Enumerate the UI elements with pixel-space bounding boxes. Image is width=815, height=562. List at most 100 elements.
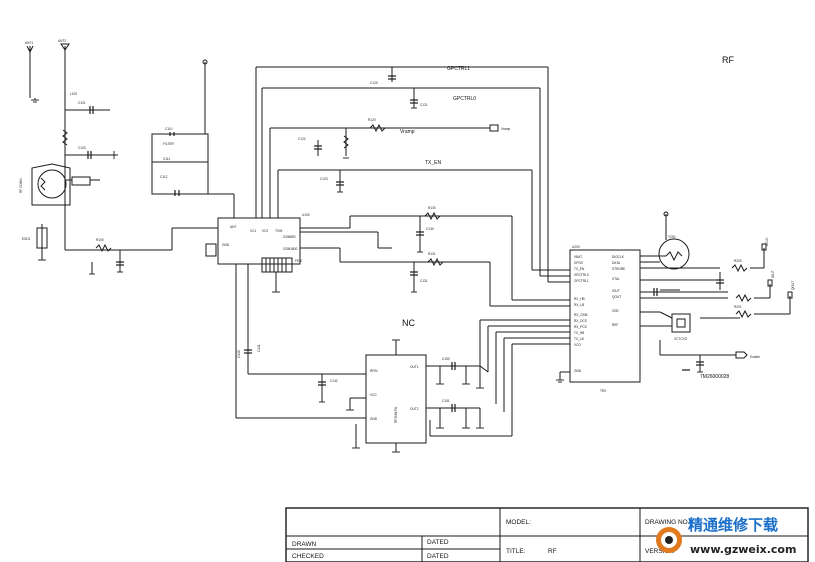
fem-bias-network [261, 257, 293, 293]
svg-text:VDD: VDD [612, 309, 619, 313]
svg-text:QOUT: QOUT [791, 281, 795, 290]
esd-component: ESD1 [22, 224, 48, 261]
svg-text:VCC: VCC [370, 393, 377, 397]
svg-text:XTAL: XTAL [612, 277, 620, 281]
transceiver-ground [556, 371, 570, 383]
vramp-net: R120 Vramp Vramp C122 [269, 118, 510, 218]
svg-text:RX_GSM: RX_GSM [574, 313, 588, 317]
title-title-value: RF [548, 548, 557, 555]
svg-text:C111: C111 [163, 157, 170, 161]
svg-text:TX_EN: TX_EN [574, 267, 585, 271]
svg-text:ANT2: ANT2 [58, 39, 66, 43]
net-label-tx-en: TX_EN [425, 160, 442, 166]
nc-label: NC [402, 318, 415, 328]
svg-text:R120: R120 [368, 118, 376, 122]
watermark-url: www.gzweix.com [690, 543, 796, 556]
svg-text:GND: GND [222, 243, 230, 247]
title-version-label: VERSION [645, 548, 675, 555]
title-drawn-label: DRAWN [292, 541, 317, 548]
svg-text:C121: C121 [420, 103, 428, 107]
net-label-vramp: Vramp [400, 129, 415, 135]
svg-text:C103: C103 [78, 146, 86, 150]
sheet-title-rf: RF [722, 55, 734, 65]
watermark-text: 精通维修下载 [688, 516, 778, 534]
svg-text:DCLK: DCLK [765, 237, 769, 246]
title-model-label: MODEL: [506, 519, 531, 526]
title-drawing-no-label: DRAWING NO. [645, 519, 690, 526]
svg-text:RFIN: RFIN [370, 369, 378, 373]
svg-text:FEM: FEM [295, 259, 302, 263]
antenna-section: ANT1 ANT2 C101 L100 C103 [25, 39, 118, 250]
svg-text:OUT1: OUT1 [410, 365, 419, 369]
svg-text:C131: C131 [420, 279, 428, 283]
watermark: 精通维修下载 www.gzweix.com [656, 516, 796, 556]
title-block: DRAWN CHECKED DATED DATED MODEL: TITLE: … [285, 507, 809, 562]
svg-text:R201: R201 [734, 305, 742, 309]
svg-text:C142: C142 [330, 379, 338, 383]
title-title-label: TITLE: [506, 548, 526, 555]
title-checked-label: CHECKED [292, 553, 324, 560]
gpctrl1-net: GPCTRL1 C120 [255, 66, 570, 283]
rx-path-high: R130 C130 [300, 206, 570, 301]
svg-text:GSM850: GSM850 [283, 235, 296, 239]
title-dated-label-2: DATED [427, 553, 449, 560]
svg-text:VCTCXO: VCTCXO [674, 337, 688, 341]
svg-text:ANT1: ANT1 [25, 41, 33, 45]
svg-text:C112: C112 [160, 175, 168, 179]
svg-text:REF: REF [612, 323, 618, 327]
svg-text:U200: U200 [572, 245, 580, 249]
transceiver-ic: U200 VBAT GPO0 TX_EN GPCTRL0 GPCTRL1 RX_… [569, 245, 641, 393]
svg-text:VC1: VC1 [250, 229, 256, 233]
rx-path-low: R131 C131 [300, 247, 570, 307]
svg-text:Y200: Y200 [668, 235, 676, 239]
svg-text:RX_DCS: RX_DCS [574, 319, 587, 323]
svg-text:C141: C141 [257, 344, 261, 352]
svg-text:RX_HB: RX_HB [574, 297, 585, 301]
net-label-gpctrl0: GPCTRL0 [453, 96, 476, 102]
svg-text:C101: C101 [78, 101, 86, 105]
transceiver-right-network: Y200 DCLK IOUT QOUT R201 R200 [640, 211, 795, 327]
svg-text:TX_LB: TX_LB [574, 337, 584, 341]
svg-text:Enable: Enable [750, 355, 760, 359]
svg-text:R200: R200 [734, 259, 742, 263]
svg-text:GND: GND [370, 417, 378, 421]
svg-text:TRX: TRX [600, 389, 607, 393]
svg-text:GPCTRL1: GPCTRL1 [574, 279, 589, 283]
pa-output-network: C150 C151 [426, 357, 512, 437]
svg-text:C123: C123 [320, 177, 328, 181]
svg-text:ESD1: ESD1 [22, 237, 31, 241]
net-label-gpctrl1: GPCTRL1 [447, 66, 470, 72]
svg-text:C120: C120 [370, 81, 378, 85]
tx-en-net: TX_EN C123 [277, 160, 570, 271]
svg-text:TX_HB: TX_HB [574, 331, 584, 335]
pa-to-transceiver-bus [479, 319, 570, 436]
svg-text:C140: C140 [237, 350, 241, 358]
svg-text:R131: R131 [428, 252, 436, 256]
fem-module: ANT VC1 VC2 TXIN GSM850 GSM1800 GND U100… [205, 213, 310, 265]
svg-text:VCO: VCO [574, 343, 581, 347]
svg-text:TXIN: TXIN [275, 229, 283, 233]
svg-text:RX_LB: RX_LB [574, 303, 584, 307]
dclk-output: Enable [659, 340, 760, 373]
rf-switch-connector: RF CONN [19, 163, 100, 206]
part-number: 7M26000028 [700, 374, 729, 380]
reference-oscillator: VCTCXO [659, 311, 740, 341]
svg-text:IOUT: IOUT [771, 270, 775, 278]
svg-text:RX_PCS: RX_PCS [574, 325, 587, 329]
svg-text:VBAT: VBAT [574, 255, 582, 259]
svg-text:C130: C130 [426, 227, 434, 231]
svg-text:C110: C110 [165, 127, 173, 131]
filter-network: C110 FILTER C111 C112 [151, 127, 235, 218]
svg-text:Vramp: Vramp [501, 127, 510, 131]
pa-module-nc: RFIN VCC GND OUT1 OUT2 RF3166 PA [365, 339, 427, 453]
svg-text:R100: R100 [96, 238, 104, 242]
svg-text:GND: GND [574, 369, 582, 373]
svg-text:C150: C150 [442, 357, 450, 361]
svg-text:GPCTRL0: GPCTRL0 [574, 273, 589, 277]
pa-input-network: C140 C141 C142 [235, 264, 366, 449]
svg-text:QOUT: QOUT [612, 295, 621, 299]
svg-text:IOUT: IOUT [612, 289, 620, 293]
gpctrl0-net: GPCTRL0 C121 [261, 87, 570, 277]
svg-text:RF CONN: RF CONN [19, 178, 23, 193]
